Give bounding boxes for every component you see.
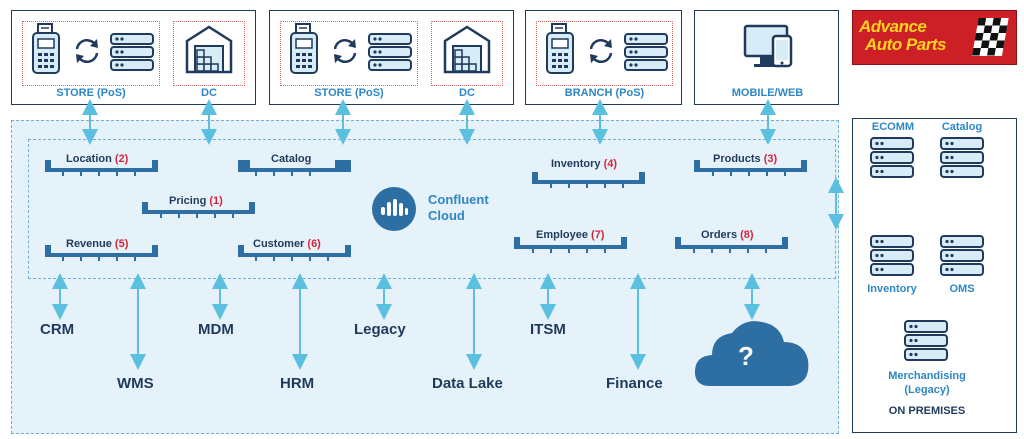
topic-bar-pricing	[142, 202, 255, 218]
dc-label: DC	[459, 87, 475, 99]
topic-name: Catalog	[271, 153, 312, 165]
dest-legacy: Legacy	[354, 321, 406, 338]
topic-name: Inventory	[551, 158, 601, 170]
branch-pos-label: BRANCH (PoS)	[564, 87, 645, 99]
dest-crm: CRM	[40, 321, 75, 338]
confluent-line1: Confluent	[428, 192, 489, 207]
dest-hrm: HRM	[280, 375, 315, 392]
pos-terminal-icon	[546, 23, 574, 74]
store-group-1: STORE (PoS) DC	[11, 10, 256, 105]
checkered-flag-icon	[971, 18, 1009, 56]
topic-bar-location	[45, 160, 158, 176]
unknown-symbol: ?	[738, 341, 754, 371]
dc-label: DC	[201, 87, 217, 99]
store-group-2: STORE (PoS) DC	[269, 10, 514, 105]
merch-line1: Merchandising	[888, 370, 966, 382]
onprem-oms-label: OMS	[949, 283, 975, 295]
store-pos-frame	[22, 21, 160, 86]
sync-arrows-icon	[589, 39, 613, 63]
topic-number: (4)	[603, 158, 618, 170]
confluent-line2: Cloud	[428, 208, 465, 223]
dest-data-lake: Data Lake	[432, 375, 503, 392]
topic-name: Products	[713, 153, 761, 165]
desktop-mobile-icon	[743, 24, 793, 68]
onprem-catalog-label: Catalog	[941, 121, 983, 133]
store-pos-label: STORE (PoS)	[314, 87, 384, 99]
topic-name: Customer	[253, 238, 305, 250]
topic-customer: Customer (6)	[253, 238, 321, 250]
unknown-cloud-icon	[694, 321, 809, 386]
advance-auto-parts-logo: Advance Auto Parts	[852, 10, 1017, 65]
topic-bar-employee	[514, 237, 627, 253]
on-premises-title: ON PREMISES	[888, 405, 966, 417]
topic-number: (6)	[307, 238, 321, 250]
warehouse-icon	[185, 25, 233, 74]
topic-number: (3)	[763, 153, 778, 165]
topic-number: (7)	[591, 229, 605, 241]
sync-arrows-icon	[333, 39, 357, 63]
topic-name: Location	[66, 153, 112, 165]
logo-text-line1: Advance	[859, 17, 927, 36]
topic-bar-customer	[238, 245, 351, 261]
onprem-ecomm-label: ECOMM	[871, 121, 915, 133]
server-stack-icon	[368, 33, 412, 71]
topic-number: (1)	[209, 195, 223, 207]
warehouse-icon	[443, 25, 491, 74]
topic-bar-catalog	[238, 160, 351, 176]
topic-bar-revenue	[45, 245, 158, 261]
pos-terminal-icon	[290, 23, 318, 74]
sync-arrows-icon	[75, 39, 99, 63]
merch-line2: (Legacy)	[904, 384, 950, 396]
topic-number: (2)	[114, 153, 129, 165]
dest-wms: WMS	[117, 375, 154, 392]
topic-name: Employee	[536, 229, 588, 241]
dest-finance: Finance	[606, 375, 663, 392]
inventory-server-icon	[870, 235, 914, 276]
topic-inventory: Inventory (4)	[551, 158, 617, 170]
mobile-web-label: MOBILE/WEB	[731, 87, 804, 99]
logo-text-line2: Auto Parts	[865, 35, 946, 54]
dc-frame	[431, 21, 503, 86]
branch-pos-frame	[536, 21, 673, 86]
server-stack-icon	[110, 33, 154, 71]
topic-catalog: Catalog	[271, 153, 311, 165]
topic-bar-inventory	[532, 172, 645, 188]
catalog-server-icon	[940, 137, 984, 178]
topic-orders: Orders (8)	[701, 229, 754, 241]
pos-terminal-icon	[32, 23, 60, 74]
topic-bar-orders	[675, 237, 788, 253]
topic-name: Revenue	[66, 238, 112, 250]
onprem-inventory-label: Inventory	[867, 283, 917, 295]
topic-revenue: Revenue (5)	[66, 238, 128, 250]
server-stack-icon	[624, 33, 668, 71]
confluent-logo-icon	[372, 187, 416, 231]
onprem-merchandising-label: Merchandising (Legacy)	[862, 369, 992, 397]
topic-location: Location (2)	[66, 153, 128, 165]
oms-server-icon	[940, 235, 984, 276]
topic-number: (5)	[114, 238, 129, 250]
topic-bar-products	[694, 160, 807, 176]
store-pos-frame	[280, 21, 418, 86]
ecomm-server-icon	[870, 137, 914, 178]
topic-name: Pricing	[169, 195, 207, 207]
dest-mdm: MDM	[198, 321, 234, 338]
confluent-cloud-label: Confluent Cloud	[428, 192, 489, 224]
store-pos-label: STORE (PoS)	[56, 87, 126, 99]
topic-number: (8)	[740, 229, 754, 241]
merchandising-server-icon	[904, 320, 948, 361]
branch-group: BRANCH (PoS)	[525, 10, 682, 105]
mobile-web-group: MOBILE/WEB	[694, 10, 839, 105]
topic-name: Orders	[701, 229, 738, 241]
dest-itsm: ITSM	[530, 321, 566, 338]
topic-pricing: Pricing (1)	[169, 195, 223, 207]
dc-frame	[173, 21, 245, 86]
topic-products: Products (3)	[713, 153, 777, 165]
topic-employee: Employee (7)	[536, 229, 604, 241]
